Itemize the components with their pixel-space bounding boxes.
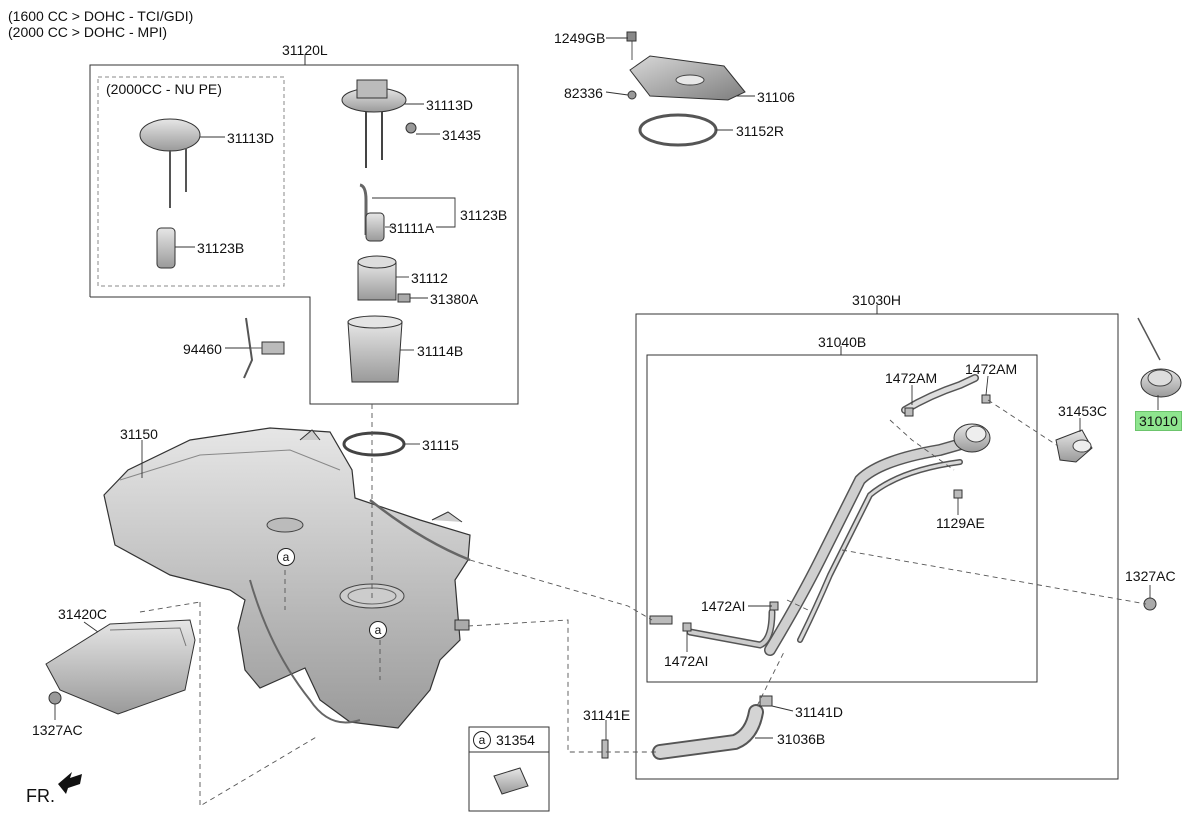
label-31141D[interactable]: 31141D	[795, 704, 844, 720]
fr-arrow-icon	[58, 772, 82, 794]
label-1327AC-right[interactable]: 1327AC	[1125, 568, 1176, 584]
inset-part	[493, 767, 529, 795]
o-ring-part	[342, 431, 406, 457]
label-variant: (2000CC - NU PE)	[106, 81, 222, 97]
label-31040B[interactable]: 31040B	[818, 334, 867, 350]
label-31435[interactable]: 31435	[442, 127, 481, 143]
label-31453C[interactable]: 31453C	[1058, 403, 1108, 419]
label-1129AE[interactable]: 1129AE	[936, 515, 985, 531]
label-31123B-left[interactable]: 31123B	[197, 240, 245, 256]
filler-neck-frame	[646, 354, 1038, 683]
label-31141E[interactable]: 31141E	[583, 707, 631, 723]
label-31120L[interactable]: 31120L	[282, 42, 328, 58]
label-31106[interactable]: 31106	[757, 89, 795, 105]
label-1472AI-lower[interactable]: 1472AI	[664, 653, 709, 669]
pump-module-left	[139, 118, 201, 269]
header-line-1: (1600 CC > DOHC - TCI/GDI)	[8, 8, 194, 24]
label-1249GB[interactable]: 1249GB	[554, 30, 606, 46]
filler-head-part	[953, 423, 991, 453]
label-31123B-right[interactable]: 31123B	[460, 207, 508, 223]
canister-part	[45, 619, 196, 715]
label-1472AM-right[interactable]: 1472AM	[965, 361, 1018, 377]
label-31030H[interactable]: 31030H	[852, 292, 902, 308]
filler-assy-frame	[635, 313, 1119, 780]
label-31152R[interactable]: 31152R	[736, 123, 785, 139]
label-31115[interactable]: 31115	[422, 437, 459, 453]
inset-frame	[468, 726, 550, 812]
label-82336[interactable]: 82336	[564, 85, 603, 101]
front-direction-label: FR.	[26, 786, 55, 806]
label-1327AC-left[interactable]: 1327AC	[32, 722, 83, 738]
dashed-connections	[139, 399, 1147, 807]
label-31114B[interactable]: 31114B	[417, 343, 464, 359]
callout-a-1: a	[277, 548, 295, 566]
variant-box-frame	[97, 76, 285, 287]
label-31380A[interactable]: 31380A	[430, 291, 479, 307]
filler-housing-part	[1055, 429, 1093, 463]
label-31150[interactable]: 31150	[120, 426, 158, 442]
pump-module-right	[341, 79, 417, 383]
label-94460[interactable]: 94460	[183, 341, 222, 357]
filler-neck-part	[652, 374, 981, 760]
lock-ring-part	[638, 113, 718, 147]
label-31111A[interactable]: 31111A	[389, 220, 435, 236]
label-31354[interactable]: 31354	[496, 732, 535, 748]
callout-a-2: a	[369, 621, 387, 639]
label-31113D-right[interactable]: 31113D	[426, 97, 473, 113]
header-line-2: (2000 CC > DOHC - MPI)	[8, 24, 168, 40]
label-31420C[interactable]: 31420C	[58, 606, 108, 622]
label-31036B[interactable]: 31036B	[777, 731, 826, 747]
label-31010-highlighted[interactable]: 31010	[1135, 411, 1182, 431]
fuel-cap-part	[1137, 317, 1182, 398]
level-sensor-part	[243, 317, 285, 379]
inset-ref-callout: a	[473, 731, 491, 749]
label-31112[interactable]: 31112	[411, 270, 448, 286]
label-31113D-left[interactable]: 31113D	[227, 130, 274, 146]
label-1472AI-upper[interactable]: 1472AI	[701, 598, 746, 614]
leader-lines	[54, 37, 1159, 740]
pump-assy-frame	[89, 54, 519, 405]
cover-plate-part	[626, 31, 746, 101]
label-1472AM-left[interactable]: 1472AM	[885, 370, 938, 386]
